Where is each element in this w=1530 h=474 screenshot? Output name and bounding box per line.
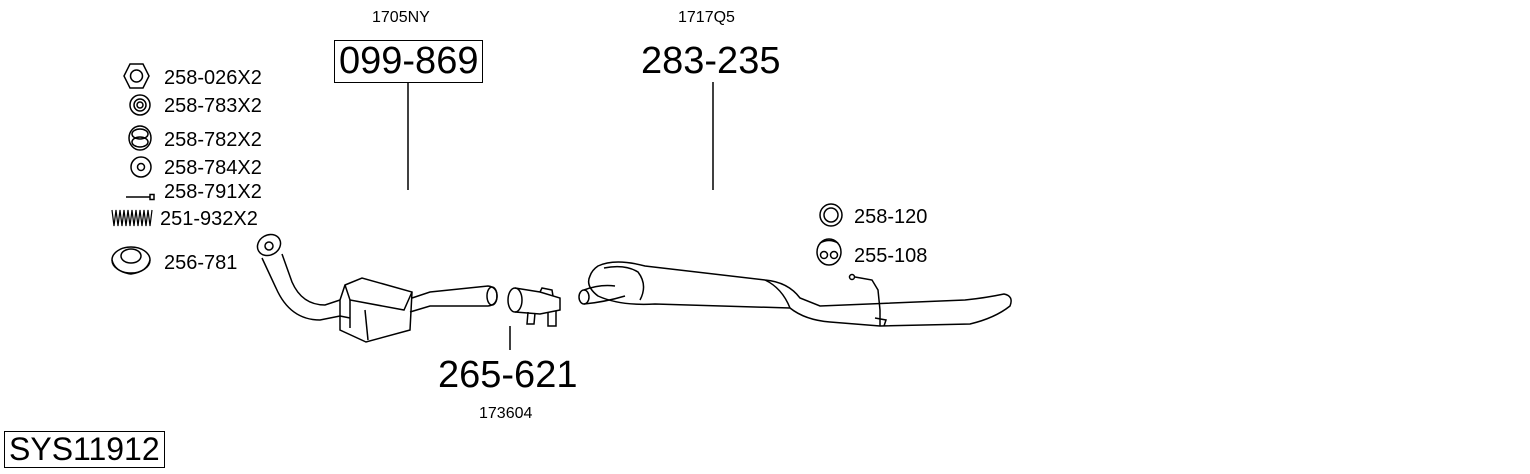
- muffler-part: [578, 261, 1012, 327]
- fitting-label[interactable]: 256-781: [164, 252, 238, 274]
- muffler-part-number[interactable]: 283-235: [641, 40, 781, 82]
- muffler-ref-label: 1717Q5: [678, 9, 735, 26]
- spring-washer-icon: [128, 125, 152, 151]
- catalyst-part-number[interactable]: 099-869: [334, 40, 484, 83]
- system-id: SYS11912: [4, 431, 165, 468]
- fitting-label[interactable]: 258-791X2: [164, 181, 262, 203]
- ring-icon: [819, 203, 843, 227]
- catalyst-ref-label: 1705NY: [372, 9, 430, 26]
- fitting-label[interactable]: 258-026X2: [164, 67, 262, 89]
- gasket-ring-icon: [111, 246, 151, 275]
- spring-icon: [111, 209, 153, 227]
- fitting-label[interactable]: 258-784X2: [164, 157, 262, 179]
- flat-washer-icon: [130, 156, 152, 178]
- fitting-label[interactable]: 258-783X2: [164, 95, 262, 117]
- clamp-part-number[interactable]: 265-621: [438, 354, 578, 396]
- fitting-label[interactable]: 258-120: [854, 206, 928, 228]
- washer-icon: [129, 94, 151, 116]
- clamp-part: [507, 287, 561, 327]
- fitting-label[interactable]: 258-782X2: [164, 129, 262, 151]
- bolt-icon: [126, 193, 155, 201]
- clamp-ref-label: 173604: [479, 405, 533, 422]
- rubber-mount-icon: [816, 238, 842, 266]
- fitting-label[interactable]: 251-932X2: [160, 208, 258, 230]
- hex-nut-icon: [123, 63, 150, 89]
- fitting-label[interactable]: 255-108: [854, 245, 928, 267]
- catalyst-part: [256, 233, 498, 343]
